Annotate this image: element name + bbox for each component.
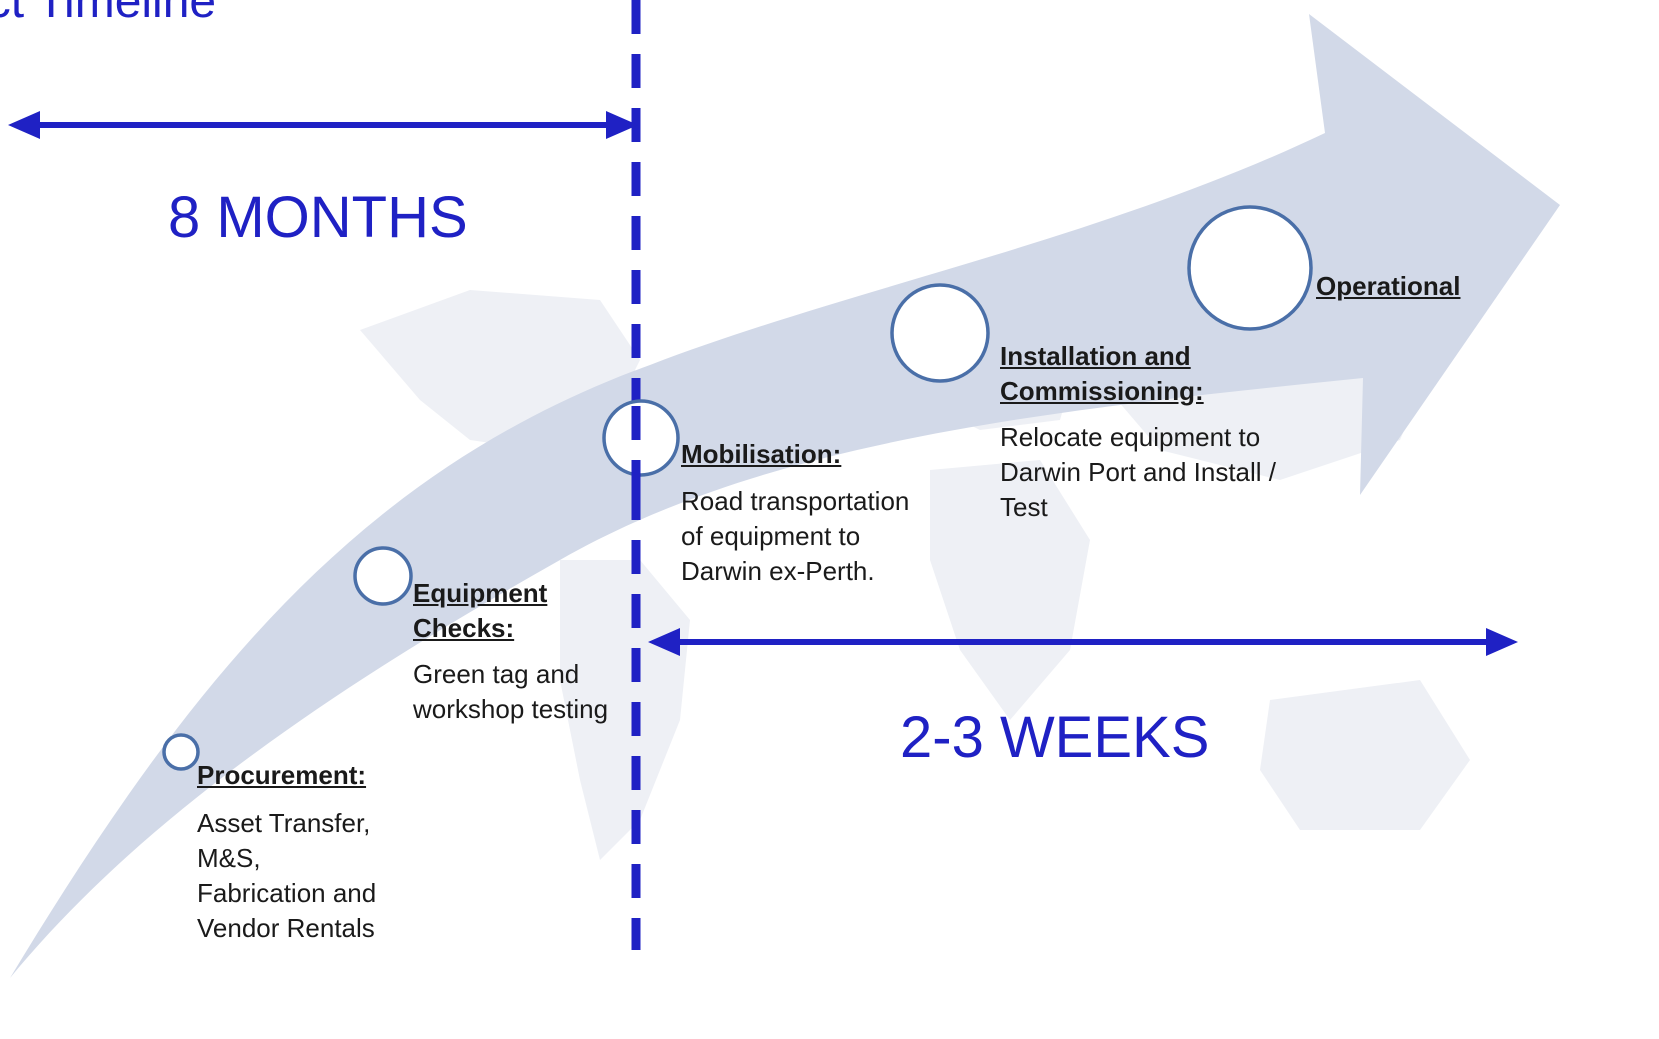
installation-description: Relocate equipment to Darwin Port and In… [1000,422,1277,522]
timeline-curved-arrow [10,14,1560,978]
slide-title: ect Timeline [0,0,217,28]
two-three-weeks-label: 2-3 WEEKS [900,705,1210,770]
mobilisation-description: Road transportation of equipment to Darw… [681,486,910,586]
equipment-checks-title: Equipment Checks: [413,578,548,643]
operational-milestone-icon [1187,205,1313,331]
eight-months-label: 8 MONTHS [168,185,468,250]
two-three-weeks-double-arrow [648,628,1518,656]
eight-months-double-arrow [8,111,638,139]
operational-title: Operational [1316,271,1461,301]
procurement-description: Asset Transfer, M&S, Fabrication and Ven… [197,808,377,943]
procurement-milestone-icon [162,733,200,771]
equipment-checks-milestone-icon [353,546,413,606]
mobilisation-title: Mobilisation: [681,439,842,469]
mobilisation-milestone-icon [602,399,680,477]
installation-milestone-icon [890,283,990,383]
installation-title: Installation and Commissioning: [1000,341,1204,406]
equipment-checks-description: Green tag and workshop testing [413,659,609,724]
procurement-title: Procurement: [197,760,367,790]
